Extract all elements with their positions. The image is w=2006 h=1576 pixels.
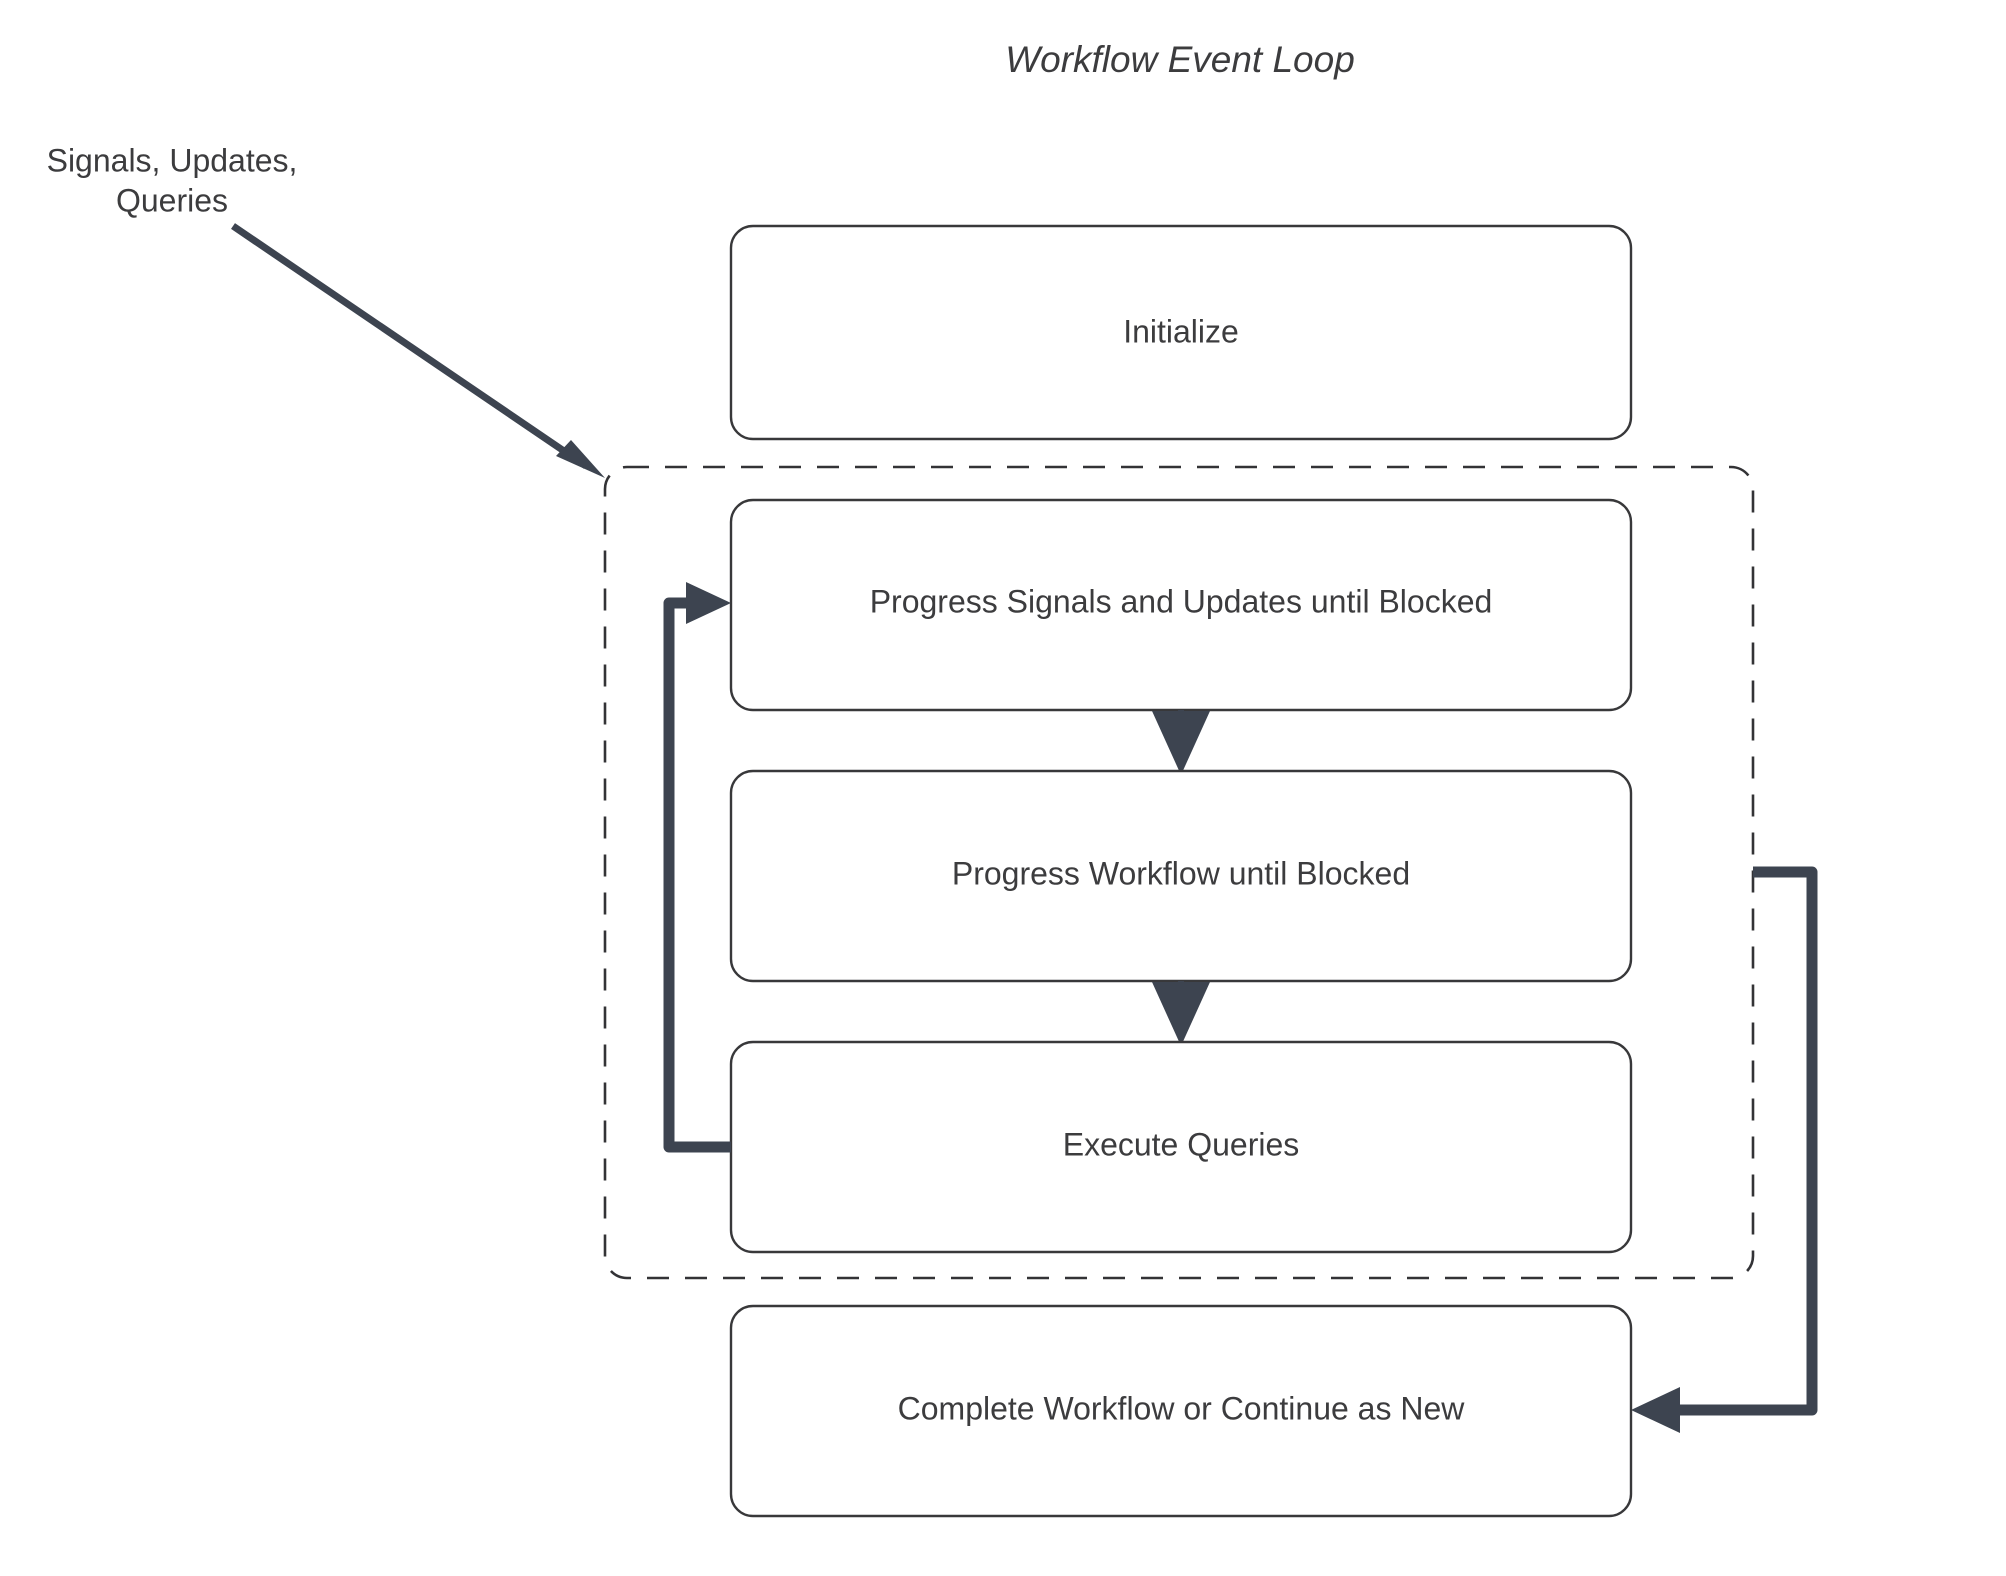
node-execute-queries-label: Execute Queries xyxy=(1063,1126,1300,1162)
node-initialize: Initialize xyxy=(729,224,1633,441)
node-progress-workflow: Progress Workflow until Blocked xyxy=(729,769,1633,983)
external-input-label-line2: Queries xyxy=(116,182,228,218)
arrow-signals-to-workflow xyxy=(1152,710,1210,775)
page-title: Workflow Event Loop xyxy=(1005,39,1355,80)
node-progress-workflow-label: Progress Workflow until Blocked xyxy=(952,855,1410,891)
node-initialize-label: Initialize xyxy=(1123,313,1239,349)
node-complete-workflow-box xyxy=(729,1304,1633,1518)
node-execute-queries: Execute Queries xyxy=(729,1040,1633,1254)
node-progress-signals: Progress Signals and Updates until Block… xyxy=(729,498,1633,712)
node-progress-signals-label: Progress Signals and Updates until Block… xyxy=(870,583,1493,619)
loop-back-arrow-left xyxy=(663,582,731,1153)
external-input-label-line1: Signals, Updates, xyxy=(47,142,298,178)
arrow-workflow-to-queries xyxy=(1152,981,1210,1046)
external-input-arrow xyxy=(231,223,605,478)
node-initialize-box xyxy=(729,224,1633,441)
node-complete-workflow: Complete Workflow or Continue as New xyxy=(729,1304,1633,1518)
loop-exit-arrow-right xyxy=(1631,866,1818,1433)
node-complete-workflow-label: Complete Workflow or Continue as New xyxy=(898,1390,1466,1426)
